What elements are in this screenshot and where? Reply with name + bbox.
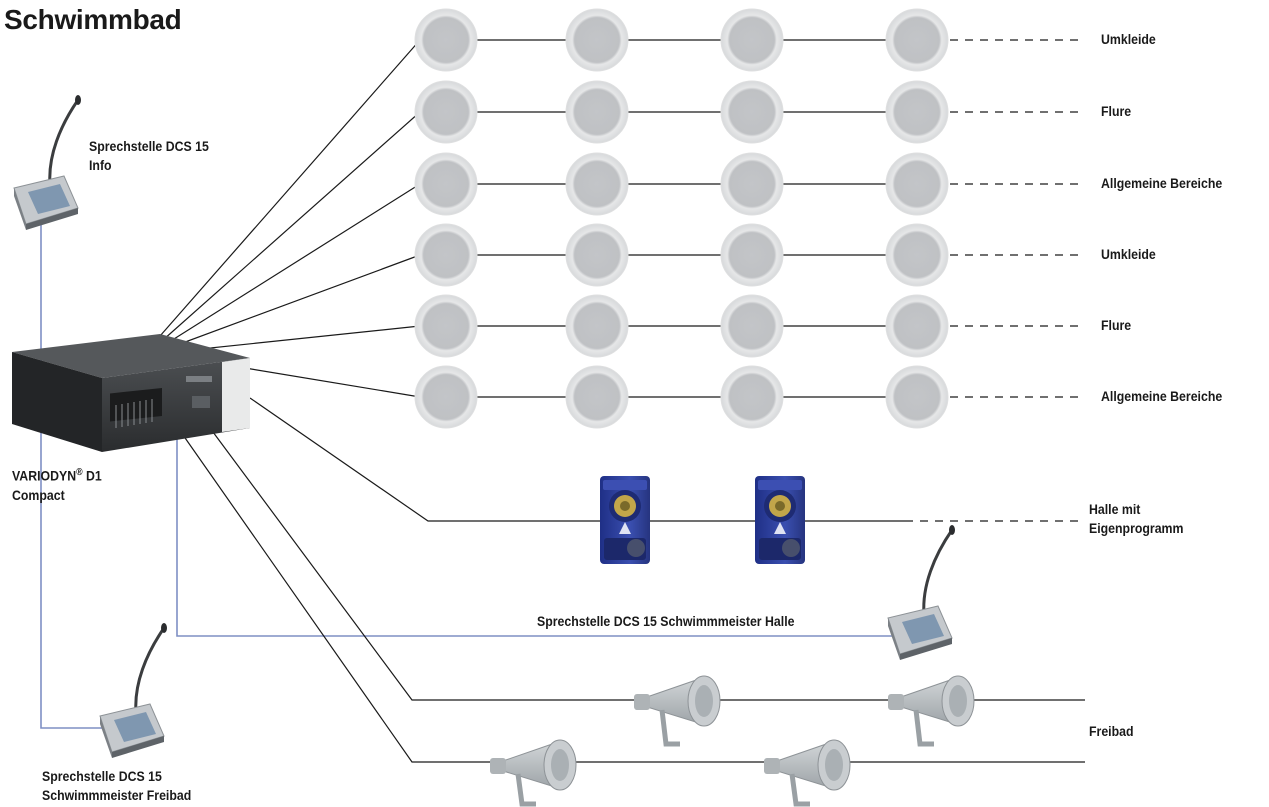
ceiling-speaker-icon xyxy=(414,152,478,216)
halle-label-line1: Halle mit xyxy=(1089,501,1141,517)
ceiling-speaker-icon xyxy=(720,365,784,429)
feed-lines xyxy=(159,39,1085,763)
ceiling-speaker-icon xyxy=(885,223,949,287)
ceiling-speaker-icon xyxy=(565,8,629,72)
zone-row-5 xyxy=(414,294,1085,358)
ceiling-speaker-icon xyxy=(565,80,629,144)
controller-label: VARIODYN® D1 Compact xyxy=(12,463,102,505)
desk-microphone-icon xyxy=(99,623,167,758)
ceiling-speaker-icon xyxy=(565,152,629,216)
horn-speaker-icon xyxy=(490,739,577,807)
feed-line-zone-2 xyxy=(162,111,421,341)
ceiling-speaker-icon xyxy=(414,223,478,287)
zone-row-1 xyxy=(414,8,1085,72)
feed-line-zone-1 xyxy=(159,39,421,337)
cabinet-speaker-icon xyxy=(755,476,805,564)
horn-speaker-icon xyxy=(634,675,721,747)
ceiling-speaker-icon xyxy=(720,294,784,358)
feed-line-zone-6 xyxy=(244,367,421,398)
zone-row-3 xyxy=(414,152,1085,216)
info-station-label-line2: Info xyxy=(89,157,112,173)
zone-rows xyxy=(414,8,1085,429)
ceiling-speaker-icon xyxy=(885,80,949,144)
ceiling-speaker-icon xyxy=(885,8,949,72)
desk-microphone-icon xyxy=(13,95,81,230)
page-title: Schwimmbad xyxy=(4,4,182,35)
desk-microphone-icon xyxy=(887,525,955,660)
ceiling-speaker-icon xyxy=(720,80,784,144)
zone-label: Umkleide xyxy=(1101,31,1156,47)
halle-label: Halle mit Eigenprogramm xyxy=(1089,500,1183,538)
freibad-station-label: Sprechstelle DCS 15 Schwimmmeister Freib… xyxy=(42,767,191,805)
zone-row-4 xyxy=(414,223,1085,287)
info-station-label: Sprechstelle DCS 15 Info xyxy=(89,137,209,175)
zone-row-6 xyxy=(414,365,1085,429)
registered-mark: ® xyxy=(76,467,83,478)
freibad-label: Freibad xyxy=(1089,723,1134,739)
halle-label-line2: Eigenprogramm xyxy=(1089,520,1184,536)
zone-label: Flure xyxy=(1101,317,1132,333)
ceiling-speaker-icon xyxy=(565,365,629,429)
cabinet-speaker-icon xyxy=(600,476,650,564)
feed-line-zone-5 xyxy=(171,325,421,353)
ceiling-speaker-icon xyxy=(720,223,784,287)
zone-label: Allgemeine Bereiche xyxy=(1101,388,1223,404)
control-line-halle-station xyxy=(176,435,895,637)
ceiling-speaker-icon xyxy=(414,365,478,429)
ceiling-speaker-icon xyxy=(414,80,478,144)
feed-line-halle xyxy=(249,397,1085,522)
controller-label-line1: VARIODYN® D1 xyxy=(12,463,102,486)
ceiling-speaker-icon xyxy=(414,8,478,72)
halle-station-label: Sprechstelle DCS 15 Schwimmmeister Halle xyxy=(537,613,795,629)
ceiling-speaker-icon xyxy=(885,365,949,429)
ceiling-speaker-icon xyxy=(414,294,478,358)
zone-label: Allgemeine Bereiche xyxy=(1101,175,1223,191)
feed-line-zone-4 xyxy=(168,254,421,349)
freibad-station-label-line2: Schwimmmeister Freibad xyxy=(42,787,192,803)
controller-rack-icon xyxy=(12,334,250,452)
zone-label: Flure xyxy=(1101,103,1132,119)
ceiling-speaker-icon xyxy=(885,294,949,358)
ceiling-speaker-icon xyxy=(885,152,949,216)
horn-speaker-icon xyxy=(764,739,851,807)
ceiling-speaker-icon xyxy=(720,152,784,216)
zone-row-2 xyxy=(414,80,1085,144)
feed-line-zone-3 xyxy=(165,183,421,345)
ceiling-speaker-icon xyxy=(565,294,629,358)
info-station-label-line1: Sprechstelle DCS 15 xyxy=(89,138,209,154)
feed-line-freibad-lower xyxy=(182,434,1085,763)
controller-label-line2: Compact xyxy=(12,486,65,503)
zone-label: Umkleide xyxy=(1101,246,1156,262)
controller-suffix: D1 xyxy=(82,467,102,484)
freibad-station-label-line1: Sprechstelle DCS 15 xyxy=(42,768,162,784)
ceiling-speaker-icon xyxy=(720,8,784,72)
feed-line-freibad-upper xyxy=(209,427,1085,701)
horn-speaker-icon xyxy=(888,675,975,747)
controller-name: VARIODYN xyxy=(12,467,77,484)
ceiling-speaker-icon xyxy=(565,223,629,287)
